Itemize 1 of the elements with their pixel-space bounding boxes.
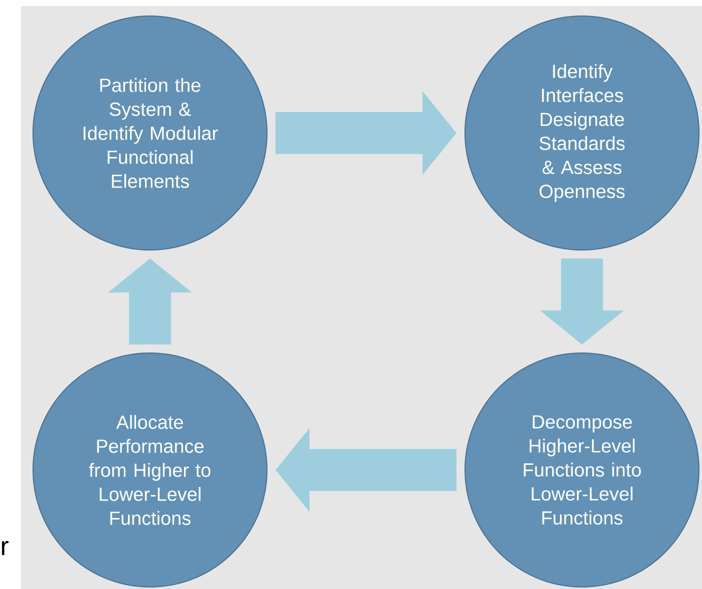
text-fragment: r: [2, 541, 8, 555]
